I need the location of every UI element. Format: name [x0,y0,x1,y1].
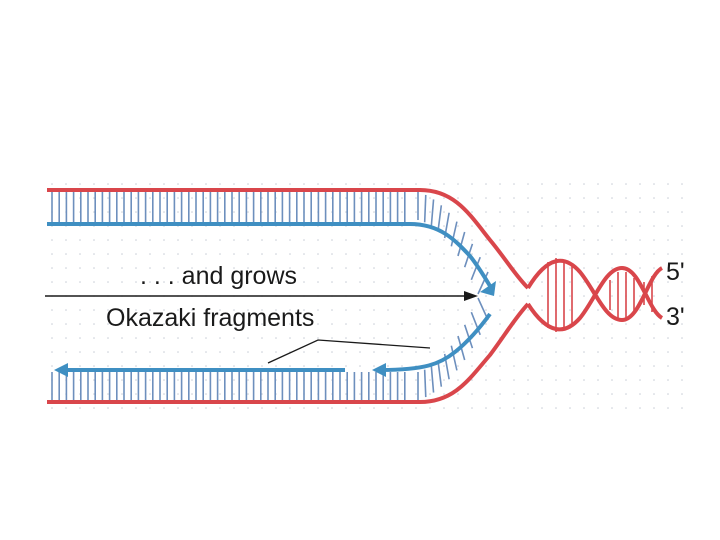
grows-label: . . . and grows [140,262,297,290]
okazaki-fragments-label: Okazaki fragments [106,304,314,332]
base-pair-rung [457,231,466,257]
base-pair-rung [450,345,458,371]
base-pair-rung [423,369,427,398]
grows-arrowhead [464,291,478,301]
bottom-template-strand [47,302,530,404]
okazaki-fragment-near-fork-arrowhead [372,363,386,377]
base-pair-rung [470,256,481,281]
five-prime-label: 5' [666,258,685,286]
base-pair-rung [437,205,443,232]
base-pair-rung [450,221,458,247]
helix-base-pairs [547,258,653,332]
base-pair-rung [477,271,489,295]
three-prime-label: 3' [666,303,685,331]
top-template-strand [47,188,530,290]
okazaki-fragment-near-fork [379,312,492,372]
okazaki-fragment-left-arrowhead [54,363,68,377]
base-pair-rung [463,324,474,349]
leading-strand-arrowhead [480,281,496,296]
base-pair-rung [437,360,443,387]
base-pair-rung [430,199,435,227]
base-pair-rungs [51,192,489,400]
leading-strand [47,222,492,288]
base-pair-rung [430,365,435,393]
base-pair-rung [423,194,427,223]
okazaki-pointer-lines [267,339,431,364]
